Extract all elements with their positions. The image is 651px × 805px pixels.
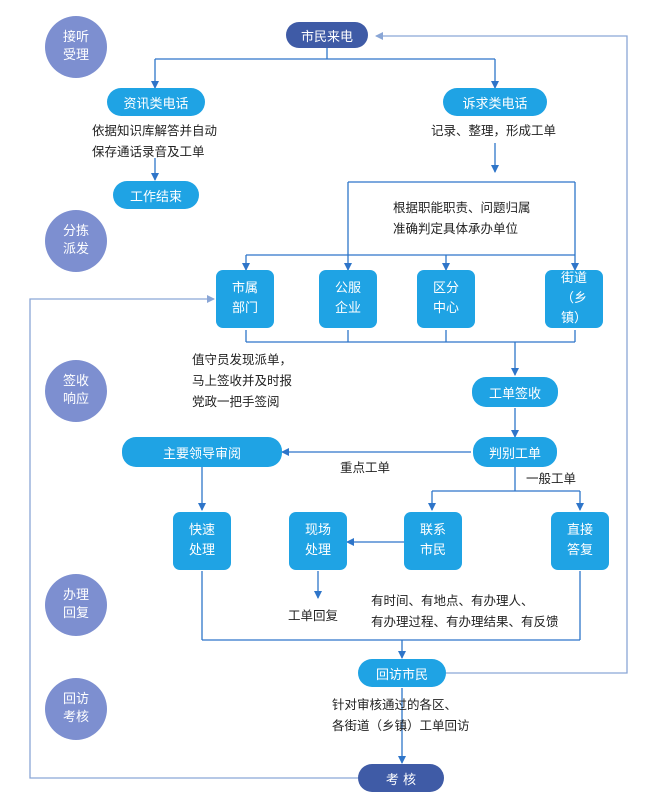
node-direct-reply: 直接答复 [551, 512, 609, 570]
node-street: 街道（乡镇） [545, 270, 603, 328]
node-public-enterprise-label: 公服企业 [334, 281, 361, 316]
duty-note-line: 党政一把手签阅 [192, 394, 280, 409]
stage-dispatch: 分拣派发 [45, 210, 107, 272]
node-revisit: 回访市民 [358, 659, 446, 687]
node-direct-reply-label: 直接答复 [566, 523, 593, 558]
duty-note-line: 值守员发现派单， [192, 352, 293, 367]
stage-handle: 办理回复 [45, 574, 107, 636]
dispatch-note-line: 准确判定具体承办单位 [393, 221, 519, 236]
node-contact-citizen-label: 联系市民 [419, 523, 446, 558]
node-classify-order: 判别工单 [473, 437, 557, 467]
appeal-note: 记录、整理，形成工单 [431, 123, 557, 138]
node-contact-citizen: 联系市民 [404, 512, 462, 570]
stage-dispatch-label: 分拣派发 [62, 224, 89, 257]
review-note-line: 针对审核通过的各区、 [332, 697, 458, 712]
reply-note-line: 有办理过程、有办理结果、有反馈 [371, 614, 559, 629]
node-district-center: 区分中心 [417, 270, 475, 328]
node-fast-handle-label: 快速处理 [188, 523, 215, 558]
node-order-sign: 工单签收 [472, 377, 558, 407]
stage-review: 回访考核 [45, 678, 107, 740]
node-city-dept-label: 市属部门 [231, 281, 258, 316]
reply-note-line: 有时间、有地点、有办理人、 [371, 593, 534, 608]
node-city-dept: 市属部门 [216, 270, 274, 328]
review-note: 针对审核通过的各区、 各街道（乡镇）工单回访 [332, 694, 470, 736]
key-order-label: 重点工单 [340, 460, 391, 475]
order-reply-label: 工单回复 [288, 608, 339, 623]
node-district-center-label: 区分中心 [432, 281, 459, 316]
node-onsite-handle-label: 现场处理 [304, 523, 331, 558]
general-order-label: 一般工单 [526, 471, 577, 486]
info-note-line: 依据知识库解答并自动 [92, 123, 218, 138]
node-citizen-call: 市民来电 [286, 22, 368, 48]
node-leader-review: 主要领导审阅 [122, 437, 282, 467]
stage-respond: 签收响应 [45, 360, 107, 422]
node-assessment: 考 核 [358, 764, 444, 792]
dispatch-note: 根据职能职责、问题归属 准确判定具体承办单位 [393, 197, 531, 239]
stage-accept-label: 接听受理 [62, 30, 89, 63]
node-work-end: 工作结束 [113, 181, 199, 209]
node-public-enterprise: 公服企业 [319, 270, 377, 328]
node-onsite-handle: 现场处理 [289, 512, 347, 570]
info-note: 依据知识库解答并自动 保存通话录音及工单 [92, 120, 217, 162]
stage-respond-label: 签收响应 [62, 374, 89, 407]
dispatch-note-line: 根据职能职责、问题归属 [393, 200, 531, 215]
review-note-line: 各街道（乡镇）工单回访 [332, 718, 470, 733]
stage-accept: 接听受理 [45, 16, 107, 78]
stage-review-label: 回访考核 [62, 692, 89, 725]
node-fast-handle: 快速处理 [173, 512, 231, 570]
reply-note: 有时间、有地点、有办理人、 有办理过程、有办理结果、有反馈 [371, 590, 559, 632]
info-note-line: 保存通话录音及工单 [92, 144, 205, 159]
duty-note: 值守员发现派单， 马上签收并及时报 党政一把手签阅 [192, 349, 292, 412]
duty-note-line: 马上签收并及时报 [192, 373, 293, 388]
node-info-call: 资讯类电话 [107, 88, 205, 116]
stage-handle-label: 办理回复 [62, 588, 89, 621]
node-street-label: 街道（乡镇） [560, 271, 587, 326]
node-appeal-call: 诉求类电话 [443, 88, 547, 116]
